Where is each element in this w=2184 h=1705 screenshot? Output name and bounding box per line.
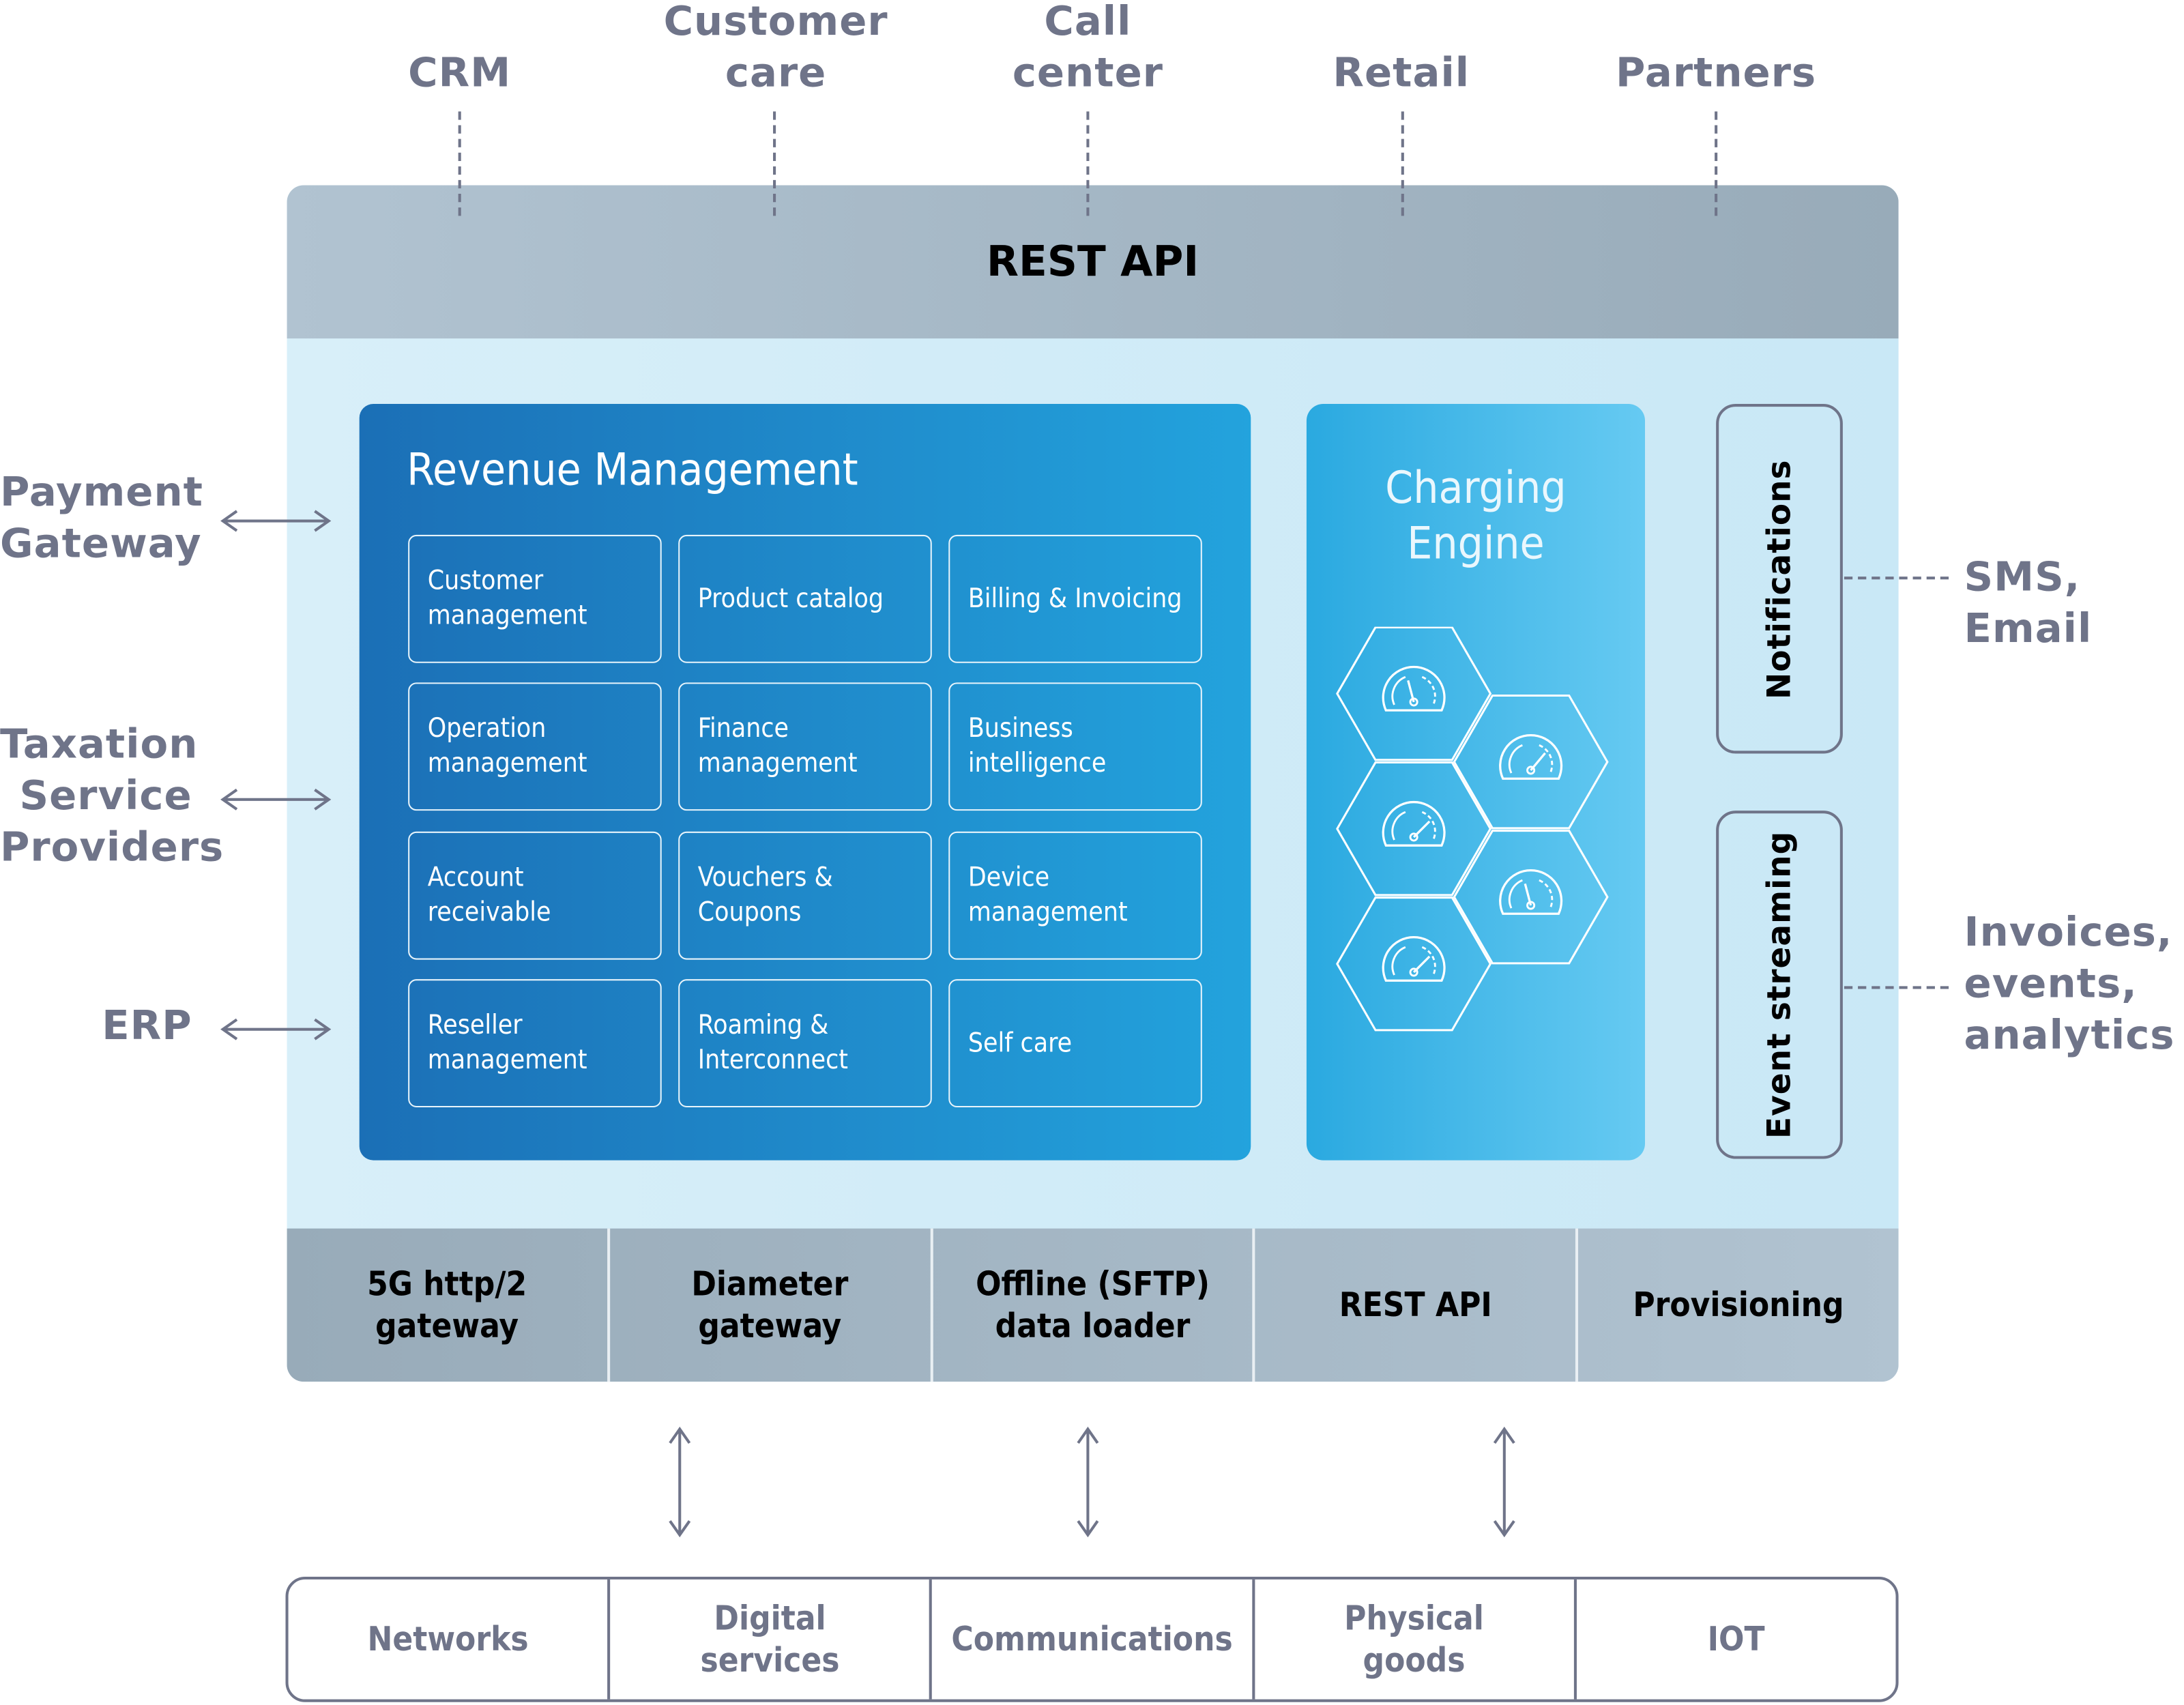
output-sms-email: SMS, Email (1964, 553, 2093, 652)
hexagon-cell (1453, 830, 1609, 965)
gateway-offline-sftp: Offline (SFTP) data loader (933, 1228, 1256, 1382)
source-iot: IOT (1707, 1620, 1765, 1659)
gateway-5g-http2: 5G http/2 gateway (287, 1228, 610, 1382)
vertical-double-arrow-icon (1077, 1427, 1099, 1538)
hexagon-cell (1336, 626, 1492, 761)
hexagon-cell (1336, 897, 1492, 1032)
hexagon-cell (1453, 694, 1609, 830)
charging-engine-title: Charging Engine (1385, 461, 1567, 570)
double-arrow-icon (220, 788, 332, 811)
speedometer-icon (1382, 936, 1446, 982)
source-communications: Communications (933, 1579, 1255, 1700)
revenue-module: Reseller management (408, 979, 662, 1107)
gateway-provisioning: Provisioning (1633, 1285, 1844, 1325)
connector-call-center (1086, 111, 1090, 216)
connector-crm (458, 111, 461, 216)
sources-layer: Networks Digital services Communications… (285, 1576, 1899, 1702)
notifications-label: Notifications (1761, 458, 1798, 699)
gateway-layer: 5G http/2 gateway Diameter gateway Offli… (287, 1228, 1899, 1382)
integration-payment-gateway: Payment Gateway (0, 467, 203, 567)
revenue-module: Finance management (678, 682, 932, 811)
double-arrow-icon (220, 510, 332, 532)
rest-api-layer: REST API (287, 185, 1899, 339)
revenue-module: Self care (948, 979, 1202, 1107)
source-digital-services: Digital services (611, 1579, 933, 1700)
output-invoices-events-analytics: Invoices, events, analytics (1964, 908, 2175, 1059)
connector-partners (1715, 111, 1718, 216)
source-physical-goods: Physical goods (1255, 1579, 1577, 1700)
connector-customer-care (773, 111, 776, 216)
speedometer-icon (1382, 801, 1446, 847)
revenue-module: Operation management (408, 682, 662, 811)
hexagon-cluster (1336, 626, 1609, 1032)
vertical-double-arrow-icon (1493, 1427, 1515, 1538)
revenue-management-title: Revenue Management (407, 443, 858, 496)
revenue-module: Device management (948, 831, 1202, 960)
consumer-call-center: Call center (1012, 0, 1164, 96)
event-streaming-box: Event streaming (1716, 811, 1843, 1159)
revenue-module: Billing & Invoicing (948, 534, 1202, 663)
double-arrow-icon (220, 1018, 332, 1040)
consumer-retail: Retail (1333, 48, 1470, 96)
rest-api-label: REST API (986, 237, 1199, 287)
vertical-double-arrow-icon (669, 1427, 691, 1538)
revenue-module: Vouchers & Coupons (678, 831, 932, 960)
charging-engine-panel: Charging Engine (1306, 404, 1646, 1161)
platform-container: REST API Revenue Management Customer man… (287, 185, 1899, 1382)
notifications-box: Notifications (1716, 404, 1843, 754)
integration-erp: ERP (102, 1001, 192, 1049)
hexagon-cell (1336, 761, 1492, 897)
revenue-module: Product catalog (678, 534, 932, 663)
speedometer-icon (1382, 665, 1446, 712)
event-streaming-label: Event streaming (1761, 830, 1798, 1139)
gateway-rest-api: REST API (1255, 1228, 1579, 1382)
connector-notifications (1844, 577, 1949, 580)
revenue-module: Business intelligence (948, 682, 1202, 811)
revenue-module: Account receivable (408, 831, 662, 960)
speedometer-icon (1499, 869, 1563, 915)
gateway-diameter: Diameter gateway (610, 1228, 933, 1382)
connector-event-streaming (1844, 986, 1949, 989)
connector-retail (1401, 111, 1404, 216)
consumer-customer-care: Customer care (663, 0, 888, 96)
speedometer-icon (1499, 734, 1563, 780)
consumer-partners: Partners (1616, 48, 1817, 96)
revenue-module: Customer management (408, 534, 662, 663)
integration-taxation: Taxation Service Providers (0, 720, 224, 871)
consumer-crm: CRM (408, 48, 512, 96)
source-networks: Networks (289, 1579, 611, 1700)
revenue-module: Roaming & Interconnect (678, 979, 932, 1107)
